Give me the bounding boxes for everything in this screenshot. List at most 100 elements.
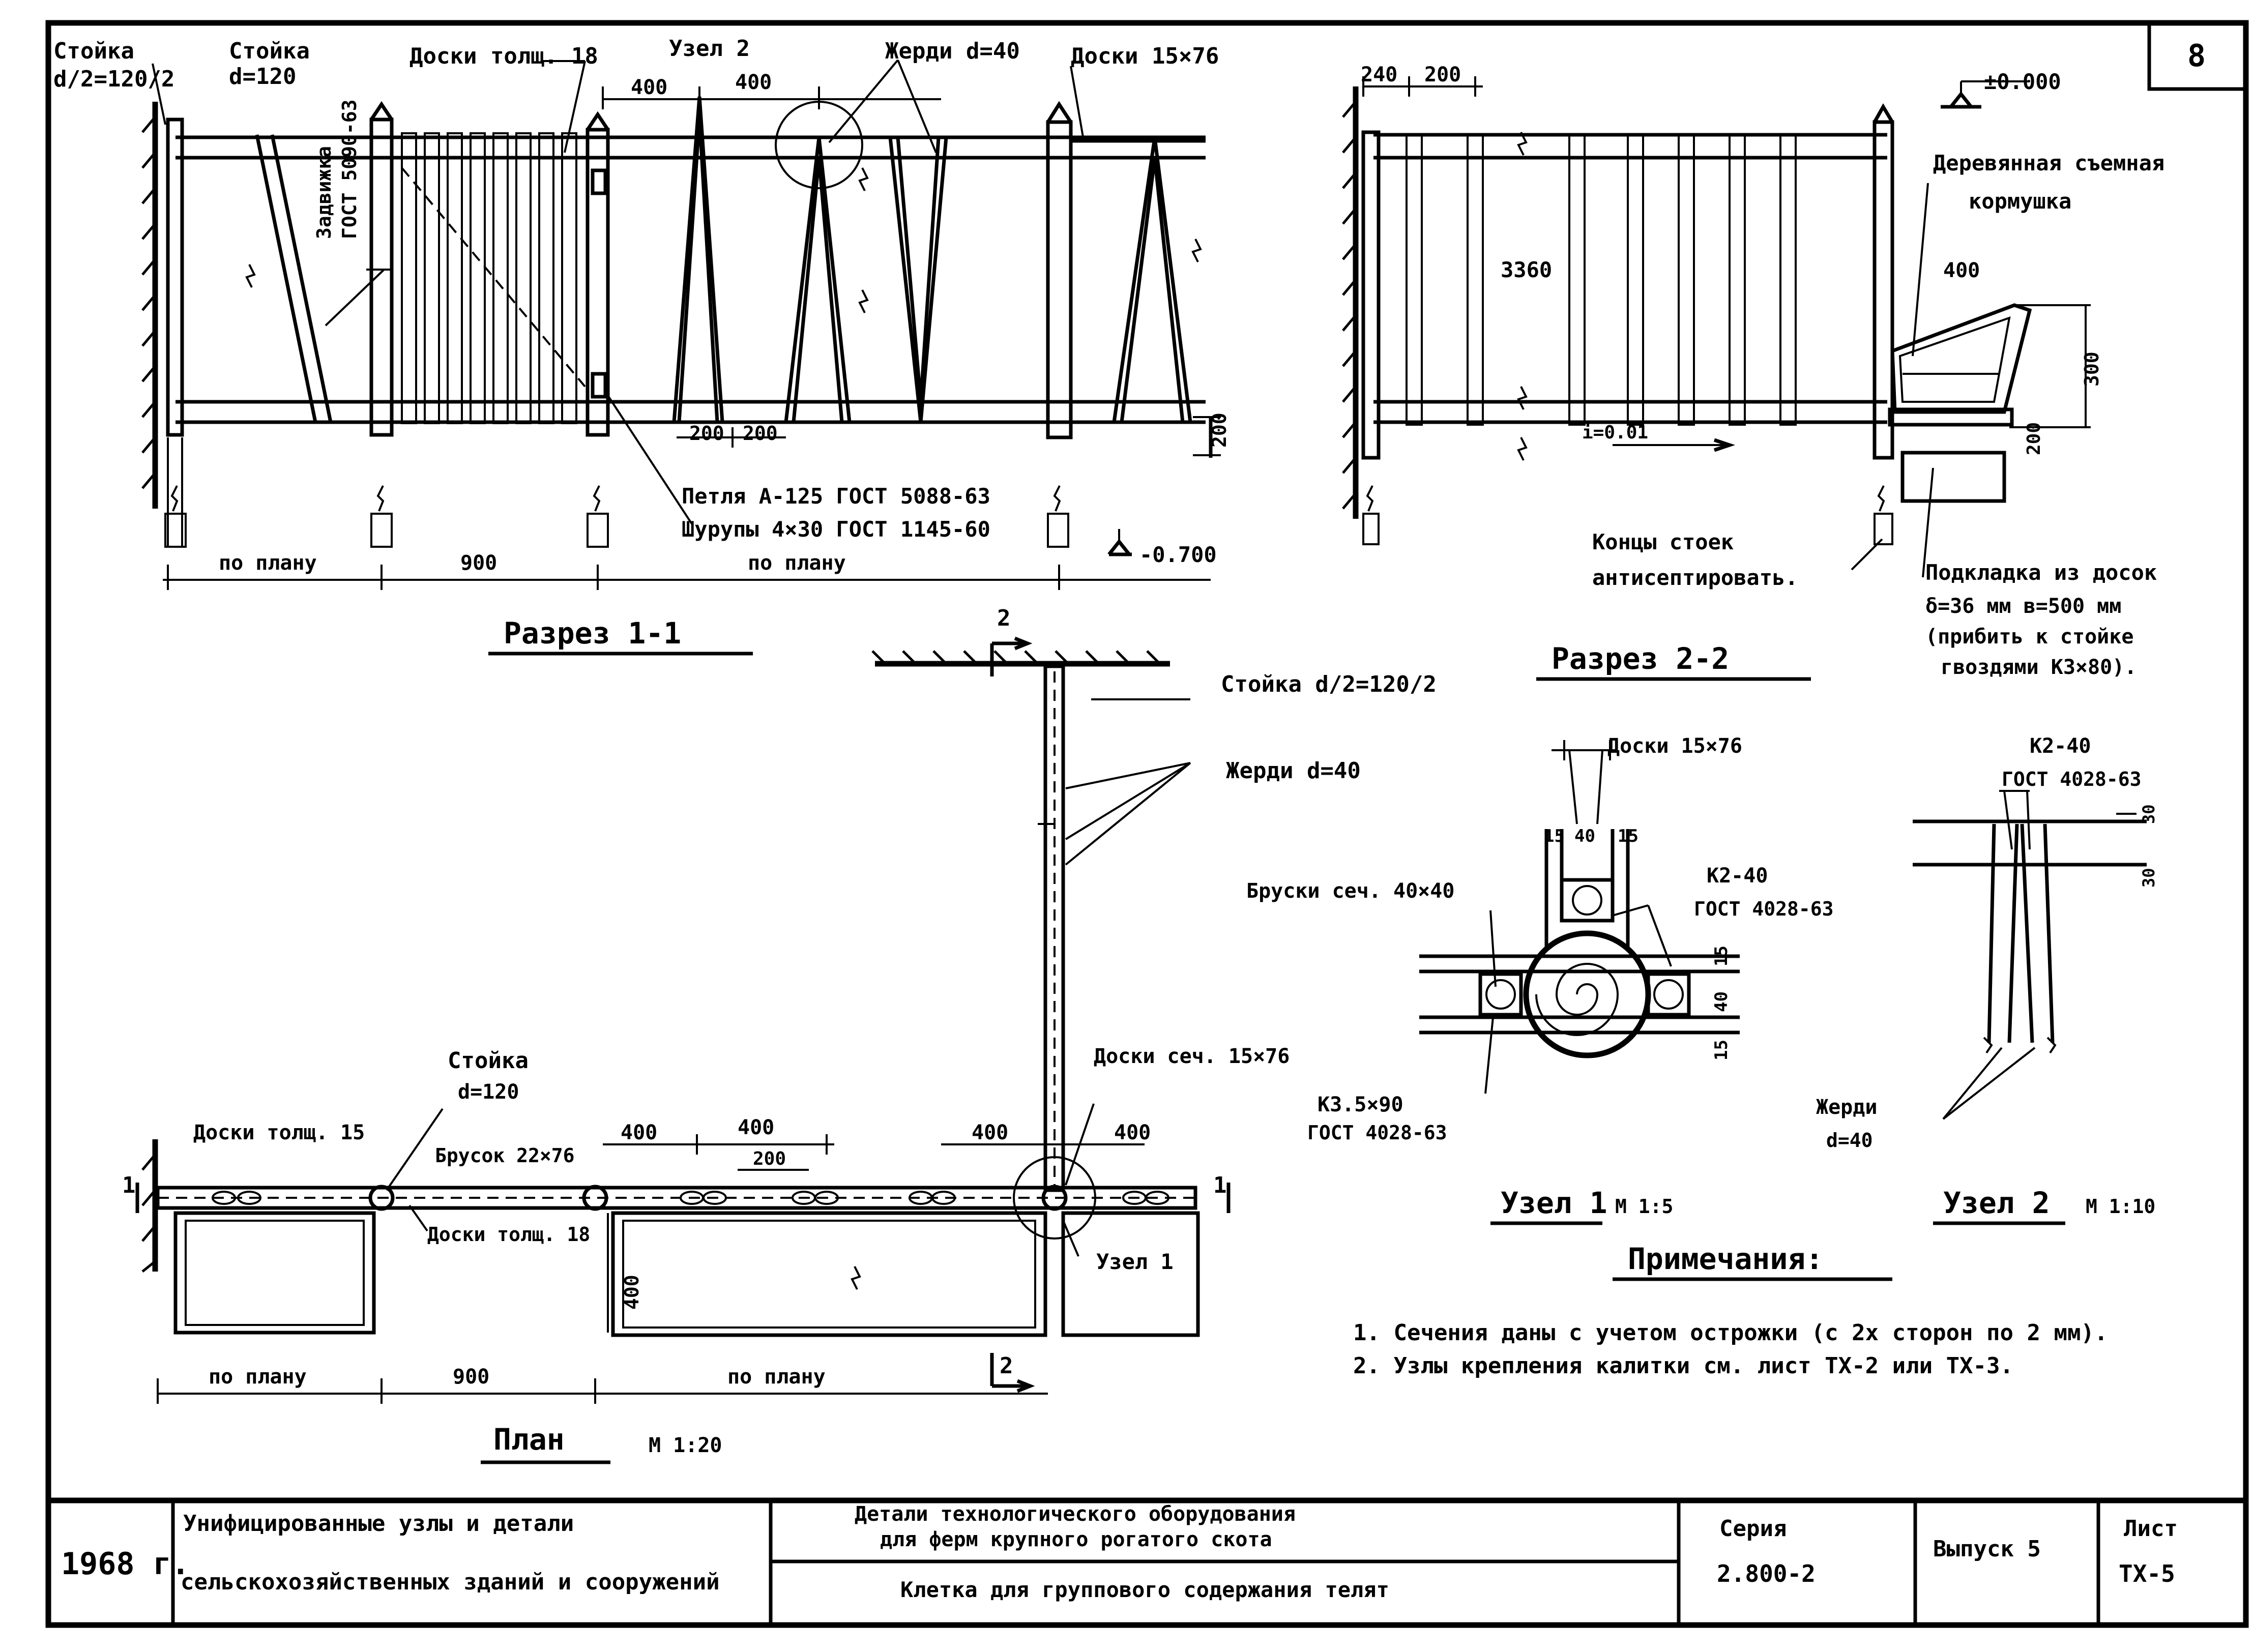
section-2-2-drawing: [1342, 76, 2091, 578]
scale-plan: М 1:20: [649, 1434, 722, 1457]
title-drawing-name: Клетка для группового содержания телят: [900, 1577, 1389, 1602]
node1-dim-15-c: 15: [1711, 946, 1732, 966]
dim-plan-400-b: 400: [738, 1116, 774, 1139]
node2-dim-30-b: 30: [2139, 868, 2158, 888]
note-2: 2. Узлы крепления калитки см. лист ТХ-2 …: [1353, 1353, 2013, 1379]
dim-plan-900: 900: [453, 1365, 489, 1389]
dim-200-a: 200: [689, 422, 724, 445]
node1-dim-15-d: 15: [1711, 1040, 1732, 1060]
section-1-1-drawing: [141, 59, 1221, 590]
title-node-2: Узел 2: [1943, 1186, 2050, 1220]
dim-plan-per-plan-left: по плану: [209, 1365, 307, 1389]
label-boards-thickness: Доски толщ. 18: [409, 43, 598, 69]
dim-slope: i=0.01: [1582, 422, 1648, 443]
node-1-drawing: [1419, 740, 1740, 1094]
elevation-bottom: -0.700: [1139, 542, 1217, 567]
title-node-1: Узел 1: [1501, 1186, 1607, 1220]
label-boards-15x76: Доски 15×76: [1071, 43, 1219, 69]
dim-3360: 3360: [1501, 257, 1552, 282]
label-boards-18: Доски толщ. 18: [427, 1223, 590, 1246]
label-post-half-plan: Стойка d/2=120/2: [1221, 671, 1437, 697]
title-section-1-1: Разрез 1-1: [504, 616, 681, 651]
label-post-half: Стойка: [53, 38, 134, 64]
label-post: Стойка: [229, 38, 310, 64]
title-series-label: Серия: [1719, 1516, 1787, 1542]
section-mark-1-right: 1: [1213, 1172, 1227, 1198]
label-post-ends-2: антисептировать.: [1592, 565, 1798, 590]
title-details-1: Детали технологического оборудования: [855, 1502, 1296, 1526]
label-hinge: Петля А-125 ГОСТ 5088-63: [682, 484, 990, 509]
dim-200-side: 200: [1208, 412, 1231, 448]
dim-per-plan-right: по плану: [748, 551, 846, 575]
notes-title: Примечания:: [1628, 1242, 1823, 1276]
dim-400-b: 400: [735, 71, 772, 94]
label-bar: Брусок 22×76: [435, 1144, 575, 1167]
title-year: 1968 г.: [61, 1546, 190, 1582]
title-issue: Выпуск 5: [1933, 1536, 2041, 1562]
node1-dim-15-a: 15: [1544, 826, 1565, 846]
title-block: [45, 1497, 2249, 1628]
label-post-half-dim: d/2=120/2: [53, 66, 174, 92]
sheet-number: 8: [2187, 38, 2206, 74]
label-post-ends: Концы стоек: [1592, 529, 1734, 554]
label-node1-nail2: К3.5×90: [1318, 1093, 1403, 1116]
label-boards-15: Доски толщ. 15: [193, 1121, 365, 1144]
node1-dim-15-b: 15: [1618, 826, 1638, 846]
label-node1-bars: Бруски сеч. 40×40: [1246, 879, 1454, 903]
section-mark-2-top: 2: [997, 605, 1011, 631]
label-node1-nail-gost: ГОСТ 4028-63: [1694, 898, 1834, 920]
label-node-1: Узел 1: [1096, 1249, 1174, 1274]
title-series-name-2: сельскохозяйственных зданий и сооружений: [181, 1569, 720, 1595]
note-1: 1. Сечения даны с учетом острожки (с 2х …: [1353, 1320, 2108, 1346]
node1-dim-40: 40: [1574, 826, 1595, 846]
dim-plan-400-d: 400: [1114, 1121, 1151, 1144]
title-sheet-label: Лист: [2124, 1516, 2178, 1542]
title-section-2-2: Разрез 2-2: [1552, 641, 1729, 676]
label-latch-gost: ГОСТ 5090-63: [338, 99, 361, 239]
dim-plan-400-c: 400: [972, 1121, 1008, 1144]
elevation-zero: ±0.000: [1984, 69, 2061, 94]
node1-dim-40-v: 40: [1711, 991, 1732, 1012]
dim-per-plan-left: по плану: [219, 551, 317, 575]
dim-400-feeder: 400: [1943, 259, 1980, 282]
label-post-dim: d=120: [229, 64, 296, 90]
label-node-2: Узел 2: [669, 36, 750, 62]
section-mark-1-left: 1: [122, 1172, 136, 1198]
title-sheet-value: ТХ-5: [2119, 1560, 2175, 1587]
dim-900: 900: [460, 551, 497, 575]
label-pad-2: δ=36 мм в=500 мм: [1925, 595, 2121, 618]
scale-node-1: М 1:5: [1615, 1195, 1673, 1218]
dim-plan-400-v: 400: [621, 1275, 643, 1310]
title-series-name-1: Унифицированные узлы и детали: [183, 1511, 574, 1537]
dim-240: 240: [1361, 63, 1397, 86]
dim-200-b: 200: [743, 422, 778, 445]
dim-200: 200: [1424, 63, 1461, 86]
label-poles-plan: Жерди d=40: [1226, 758, 1361, 784]
label-boards-section: Доски сеч. 15×76: [1094, 1045, 1290, 1068]
node2-dim-30-a: 30: [2139, 804, 2158, 824]
label-screws: Шурупы 4×30 ГОСТ 1145-60: [682, 517, 990, 542]
node-2-drawing: [1913, 790, 2147, 1120]
label-node2-nail: К2-40: [2030, 734, 2091, 758]
title-series-value: 2.800-2: [1717, 1560, 1816, 1587]
dim-400-a: 400: [631, 76, 667, 99]
label-node2-nail-gost: ГОСТ 4028-63: [2002, 768, 2142, 790]
plan-drawing: [135, 636, 1231, 1404]
label-node1-boards: Доски 15×76: [1607, 734, 1742, 758]
label-pad-4: гвоздями К3×80).: [1941, 656, 2137, 679]
label-node1-nail2-gost: ГОСТ 4028-63: [1307, 1122, 1447, 1144]
dim-plan-400-a: 400: [621, 1121, 657, 1144]
scale-node-2: М 1:10: [2086, 1195, 2155, 1218]
label-latch: Задвижка: [313, 146, 335, 239]
label-pad-3: (прибить к стойке: [1925, 625, 2133, 648]
title-details-2: для ферм крупного рогатого скота: [880, 1528, 1272, 1551]
label-post-plan: Стойка: [448, 1048, 529, 1074]
label-node2-poles: Жерди: [1816, 1096, 1877, 1119]
label-node1-nail: К2-40: [1707, 864, 1768, 888]
label-post-plan-dim: d=120: [458, 1080, 519, 1104]
sheet-frame: [45, 20, 2249, 1628]
dim-300: 300: [2081, 351, 2103, 387]
label-poles: Жерди d=40: [885, 38, 1020, 64]
